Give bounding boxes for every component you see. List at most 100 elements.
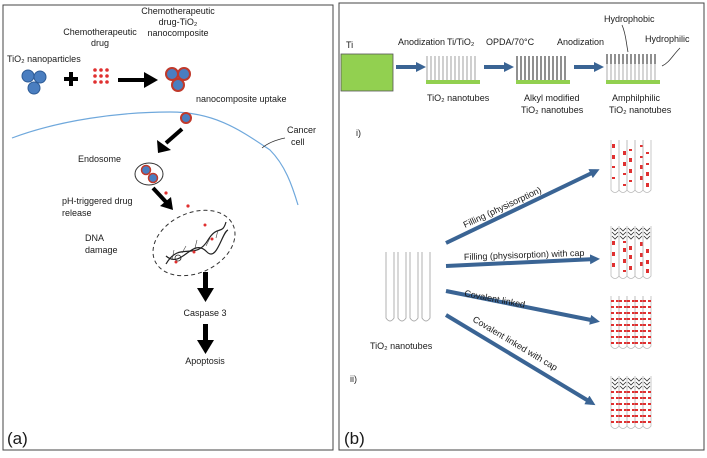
drug-molecule bbox=[619, 306, 622, 308]
nanocomposite-icon bbox=[165, 67, 191, 92]
cancer-cell-pointer bbox=[261, 137, 286, 149]
drug-molecule bbox=[624, 300, 627, 302]
drug-molecule bbox=[635, 312, 638, 314]
drug-molecule bbox=[648, 324, 651, 326]
drug-molecule bbox=[616, 421, 619, 423]
drug-molecule bbox=[643, 403, 646, 405]
drug-molecule bbox=[646, 163, 649, 165]
drug-molecule bbox=[646, 251, 649, 253]
drug-molecule bbox=[616, 330, 619, 332]
alkyl-label-1: Alkyl modified bbox=[524, 93, 580, 103]
drug-molecule bbox=[611, 415, 614, 417]
drug-molecule bbox=[640, 342, 643, 344]
drug-molecule bbox=[643, 421, 646, 423]
drug-molecule bbox=[619, 324, 622, 326]
drug-molecule bbox=[627, 409, 630, 411]
drug-molecule bbox=[640, 306, 643, 308]
drug-molecule bbox=[646, 262, 649, 264]
drug-molecule bbox=[632, 397, 635, 399]
anodization-2-label: Anodization bbox=[557, 37, 604, 47]
plus-icon bbox=[64, 72, 78, 86]
drug-molecule bbox=[627, 336, 630, 338]
drug-molecule bbox=[627, 415, 630, 417]
drug-molecule bbox=[646, 172, 649, 174]
drug-molecule bbox=[624, 312, 627, 314]
result-nanotube bbox=[642, 140, 652, 193]
drug-molecule bbox=[643, 300, 646, 302]
nanocomposite-label-3: nanocomposite bbox=[147, 28, 208, 38]
cap-mark bbox=[635, 235, 643, 240]
drug-molecule bbox=[616, 300, 619, 302]
drug-molecule bbox=[624, 421, 627, 423]
drug-molecule bbox=[632, 421, 635, 423]
drug-molecule bbox=[648, 391, 651, 393]
cap-mark bbox=[611, 227, 619, 232]
drug-molecule bbox=[629, 246, 632, 248]
drug-molecule bbox=[643, 409, 646, 411]
drug-molecule bbox=[635, 336, 638, 338]
dna-damage-label-2: damage bbox=[85, 245, 118, 255]
drug-molecule bbox=[640, 176, 643, 178]
cap-mark bbox=[635, 381, 643, 386]
drug-molecule bbox=[611, 397, 614, 399]
drug-molecule bbox=[623, 248, 626, 250]
drug-molecule bbox=[646, 185, 649, 187]
drug-molecule bbox=[624, 330, 627, 332]
drug-molecule bbox=[635, 330, 638, 332]
alkyl-nanotube-array bbox=[516, 56, 570, 84]
cap-mark bbox=[635, 377, 643, 382]
arrow-to-nanocomposite bbox=[118, 72, 158, 88]
drug-molecule bbox=[624, 409, 627, 411]
drug-molecule bbox=[632, 306, 635, 308]
drug-molecule bbox=[635, 415, 638, 417]
drug-molecule bbox=[635, 324, 638, 326]
drug-molecule bbox=[619, 300, 622, 302]
cell-membrane bbox=[11, 111, 299, 206]
drug-molecule bbox=[619, 318, 622, 320]
drug-molecule bbox=[632, 330, 635, 332]
drug-molecule bbox=[646, 260, 649, 262]
tio2-nanotube-array bbox=[426, 56, 480, 84]
drug-molecule bbox=[648, 397, 651, 399]
empty-nanotubes-icon bbox=[385, 252, 431, 322]
drug-molecule bbox=[629, 255, 632, 257]
drug-molecule bbox=[629, 171, 632, 173]
chemo-drug-label-1: Chemotherapeutic bbox=[63, 27, 137, 37]
drug-molecule bbox=[623, 151, 626, 153]
drug-molecule bbox=[648, 342, 651, 344]
drug-molecule bbox=[612, 243, 615, 245]
cap-mark bbox=[611, 235, 619, 240]
route-arrow-covalent-cap bbox=[444, 313, 596, 406]
drug-molecule bbox=[612, 166, 615, 168]
drug-molecule bbox=[627, 403, 630, 405]
drug-molecule bbox=[640, 421, 643, 423]
drug-molecule bbox=[619, 342, 622, 344]
cap-mark bbox=[619, 385, 627, 390]
drug-molecule bbox=[640, 156, 643, 158]
drug-molecule bbox=[612, 177, 615, 179]
ti-substrate bbox=[340, 53, 394, 92]
drug-molecule bbox=[629, 248, 632, 250]
drug-molecule bbox=[623, 153, 626, 155]
arrow-to-endosome bbox=[157, 127, 184, 153]
result-covalent-tubes bbox=[610, 296, 652, 349]
result-nanotube bbox=[642, 376, 652, 429]
cancer-cell-label-2: cell bbox=[291, 137, 305, 147]
drug-molecule bbox=[627, 312, 630, 314]
drug-molecule bbox=[643, 391, 646, 393]
drug-molecule bbox=[611, 306, 614, 308]
cap-mark bbox=[635, 227, 643, 232]
drug-molecule bbox=[619, 391, 622, 393]
drug-molecule bbox=[640, 318, 643, 320]
drug-molecule bbox=[648, 330, 651, 332]
drug-molecule bbox=[619, 330, 622, 332]
drug-molecule bbox=[646, 269, 649, 271]
drug-molecule bbox=[627, 318, 630, 320]
drug-molecule bbox=[640, 391, 643, 393]
hydrophilic-pointer bbox=[661, 47, 681, 67]
tio2-nanoparticles-icon bbox=[21, 69, 47, 95]
drug-molecule bbox=[619, 415, 622, 417]
drug-molecule bbox=[648, 306, 651, 308]
drug-molecule bbox=[640, 415, 643, 417]
drug-molecule bbox=[646, 249, 649, 251]
